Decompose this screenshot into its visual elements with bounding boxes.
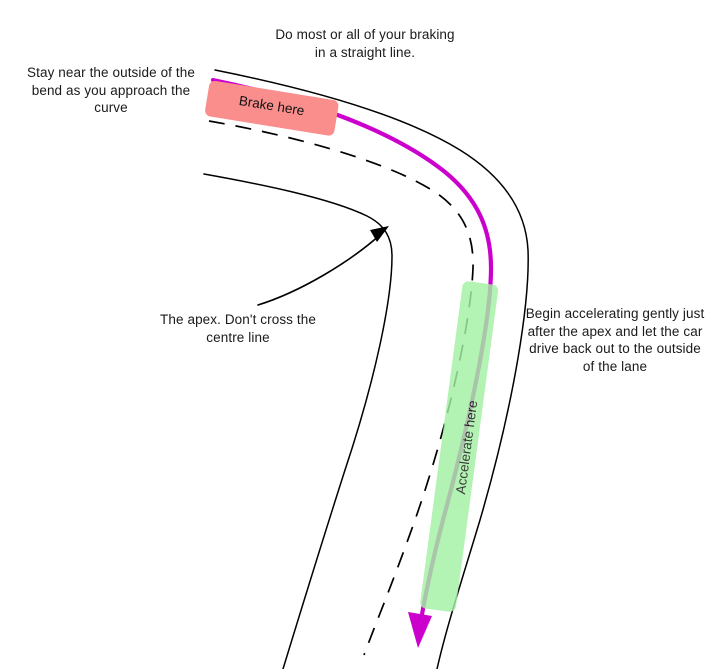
annotation-accelerate-out: Begin accelerating gently just after the… <box>525 306 705 374</box>
annotation-braking-straight: Do most or all of your braking in a stra… <box>275 27 455 60</box>
centre-line-path <box>208 120 474 656</box>
apex-pointer-path <box>257 233 382 306</box>
annotation-outside-bend: Stay near the outside of the bend as you… <box>27 65 195 115</box>
brake-here-label: Brake here <box>237 93 306 119</box>
racing-line-arrowhead <box>408 612 432 648</box>
annotation-apex: The apex. Don't cross the centre line <box>160 312 316 345</box>
inner-road-edge-path <box>203 173 393 669</box>
outer-road-edge-path <box>214 69 529 669</box>
apex-pointer-arrowhead <box>370 226 389 242</box>
